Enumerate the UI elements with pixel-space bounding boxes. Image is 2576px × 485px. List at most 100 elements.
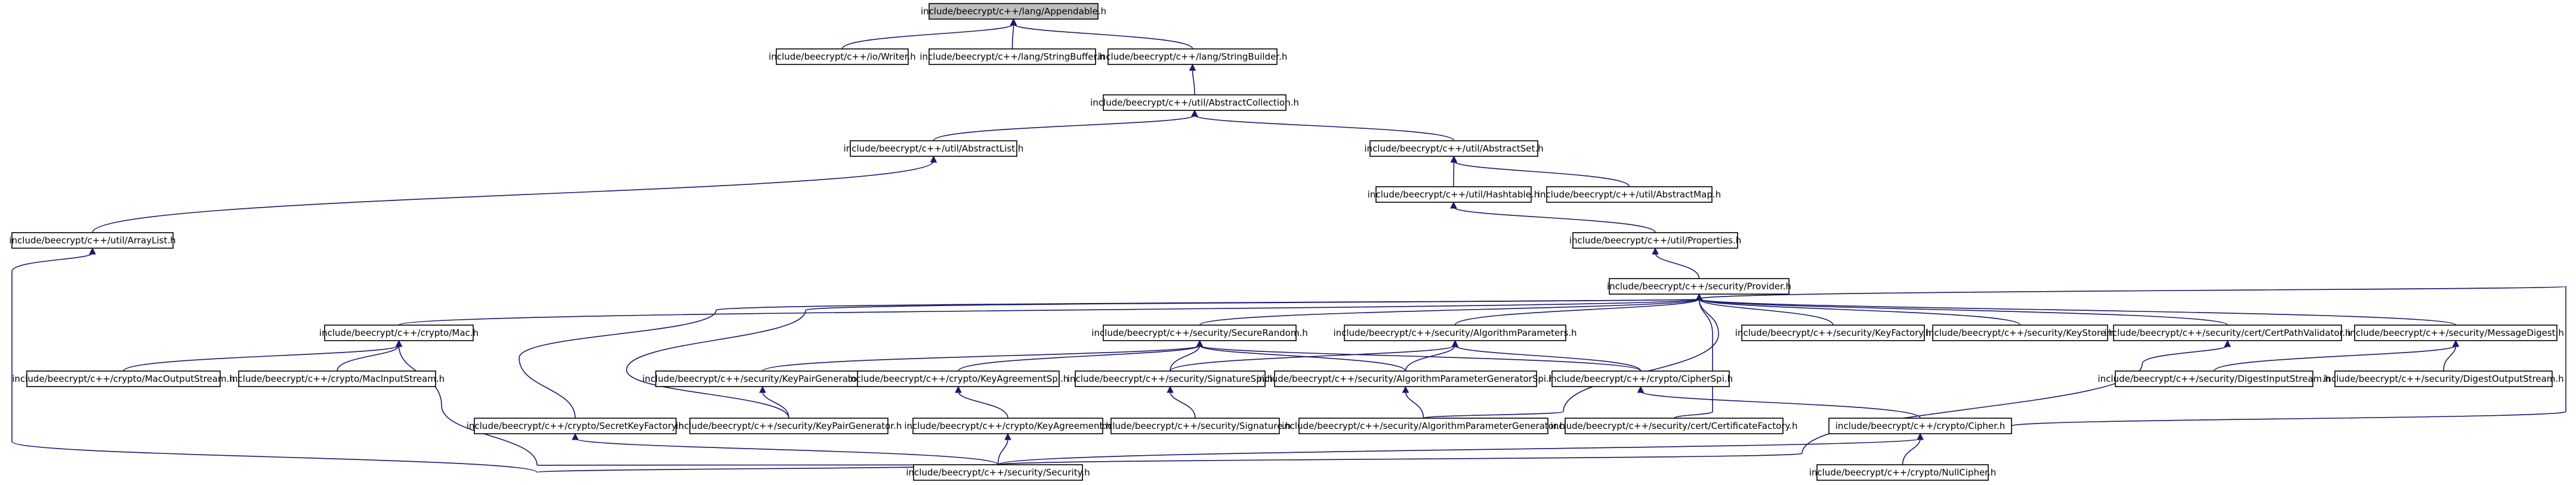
node-label: include/beecrypt/c++/security/cert/CertP… [2104, 328, 2350, 338]
edge-line [958, 391, 1008, 419]
edge-line [958, 345, 1201, 372]
node-box [1572, 232, 1738, 249]
node-label: include/beecrypt/c++/security/AlgorithmP… [1282, 421, 1565, 431]
edge-line [1170, 345, 1456, 372]
node-box [11, 232, 174, 249]
node-box [912, 418, 1103, 434]
node-macin[interactable]: include/beecrypt/c++/crypto/MacInputStre… [230, 370, 445, 387]
nodes-layer: include/beecrypt/c++/lang/Appendable.h in… [9, 3, 2564, 481]
edge-properties-to-provider [1652, 247, 1700, 279]
edge-hashtable-to-properties [1450, 201, 1656, 233]
node-label: include/beecrypt/c++/util/AbstractCollec… [1090, 97, 1299, 108]
edge-line [1902, 438, 1921, 465]
node-label: include/beecrypt/c++/security/DigestInpu… [2097, 373, 2330, 384]
edge-line [398, 298, 1700, 326]
node-kaspi[interactable]: include/beecrypt/c++/crypto/KeyAgreement… [848, 370, 1069, 387]
node-abscoll[interactable]: include/beecrypt/c++/util/AbstractCollec… [1090, 94, 1299, 111]
edge-line [1698, 298, 2457, 326]
edge-sigspi-to-signature [1167, 385, 1196, 419]
node-securerandom[interactable]: include/beecrypt/c++/security/SecureRand… [1091, 325, 1308, 341]
node-label: include/beecrypt/c++/crypto/Cipher.h [1835, 421, 2005, 431]
node-macout[interactable]: include/beecrypt/c++/crypto/MacOutputStr… [12, 370, 235, 387]
edge-line [626, 298, 1700, 419]
edge-arrowhead [1450, 155, 1458, 163]
node-kpg[interactable]: include/beecrypt/c++/security/KeyPairGen… [676, 418, 902, 434]
node-security[interactable]: include/beecrypt/c++/security/Security.h [906, 464, 1090, 481]
node-signature[interactable]: include/beecrypt/c++/security/Signature.… [1099, 418, 1291, 434]
node-provider[interactable]: include/beecrypt/c++/security/Provider.h [1607, 278, 1791, 295]
node-box [474, 418, 677, 434]
node-msgdigest[interactable]: include/beecrypt/c++/security/MessageDig… [2347, 325, 2564, 341]
edge-arrowhead [572, 433, 579, 440]
node-abslist[interactable]: include/beecrypt/c++/util/AbstractList.h [844, 140, 1024, 157]
node-box [1274, 370, 1537, 387]
node-digin[interactable]: include/beecrypt/c++/security/DigestInpu… [2097, 370, 2331, 387]
edge-mac-to-macin [337, 339, 403, 372]
node-label: include/beecrypt/c++/lang/StringBuffer.h [920, 51, 1105, 62]
edge-line [1698, 286, 2566, 427]
edge-arrowhead [930, 155, 937, 163]
node-label: include/beecrypt/c++/security/Provider.h [1607, 281, 1791, 292]
node-cipherspi[interactable]: include/beecrypt/c++/crypto/CipherSpi.h [1548, 370, 1733, 387]
node-certpath[interactable]: include/beecrypt/c++/security/cert/CertP… [2104, 325, 2351, 341]
node-label: include/beecrypt/c++/security/KeyFactory… [1735, 328, 1932, 338]
node-box [928, 48, 1096, 65]
node-appendable[interactable]: include/beecrypt/c++/lang/Appendable.h [921, 3, 1106, 20]
node-digout[interactable]: include/beecrypt/c++/security/DigestOutp… [2323, 370, 2564, 387]
edge-apgspi-to-apg [1402, 385, 1424, 419]
node-label: include/beecrypt/c++/util/AbstractMap.h [1538, 189, 1721, 200]
node-apgspi[interactable]: include/beecrypt/c++/security/AlgorithmP… [1257, 370, 1555, 387]
node-hashtable[interactable]: include/beecrypt/c++/util/Hashtable.h [1368, 186, 1540, 203]
node-apg[interactable]: include/beecrypt/c++/security/AlgorithmP… [1282, 418, 1565, 434]
node-box [1103, 94, 1287, 111]
node-box [1609, 278, 1790, 295]
node-label: include/beecrypt/c++/security/MessageDig… [2347, 328, 2564, 338]
node-box [2354, 325, 2558, 341]
node-skf[interactable]: include/beecrypt/c++/crypto/SecretKeyFac… [467, 418, 684, 434]
node-label: include/beecrypt/c++/util/Hashtable.h [1368, 189, 1540, 200]
node-kpgspi[interactable]: include/beecrypt/c++/security/KeyPairGen… [642, 370, 883, 387]
node-label: include/beecrypt/c++/security/KeyPairGen… [642, 373, 883, 384]
node-mac[interactable]: include/beecrypt/c++/crypto/Mac.h [319, 325, 479, 341]
edge-arrowhead [2452, 339, 2460, 347]
edge-stringbuilder-to-abscoll [1189, 63, 1196, 95]
edge-arrowhead [1196, 339, 1204, 347]
edge-cipherspi-to-cipher [1637, 385, 1921, 419]
node-cipher[interactable]: include/beecrypt/c++/crypto/Cipher.h [1828, 418, 2012, 434]
node-box [1107, 48, 1278, 65]
node-box [1932, 325, 2108, 341]
node-box [324, 325, 474, 341]
node-label: include/beecrypt/c++/crypto/MacOutputStr… [12, 373, 235, 384]
node-absset[interactable]: include/beecrypt/c++/util/AbstractSet.h [1364, 140, 1544, 157]
node-box [1546, 186, 1713, 203]
node-properties[interactable]: include/beecrypt/c++/util/Properties.h [1569, 232, 1741, 249]
node-sigspi[interactable]: include/beecrypt/c++/security/SignatureS… [1068, 370, 1273, 387]
node-ka[interactable]: include/beecrypt/c++/crypto/KeyAgreement… [904, 418, 1112, 434]
node-writer[interactable]: include/beecrypt/c++/io/Writer.h [769, 48, 916, 65]
edge-line [1192, 69, 1195, 95]
edge-line [1199, 298, 1700, 326]
edge-algparams-to-cipherspi [1451, 339, 1642, 372]
node-certfactory[interactable]: include/beecrypt/c++/security/cert/Certi… [1551, 418, 1798, 434]
node-box [1565, 418, 1784, 434]
edge-ka-to-security [997, 433, 1011, 465]
edge-line [519, 298, 1700, 419]
node-nullcipher[interactable]: include/beecrypt/c++/crypto/NullCipher.h [1809, 464, 1997, 481]
node-arraylist[interactable]: include/beecrypt/c++/util/ArrayList.h [9, 232, 176, 249]
node-box [1075, 370, 1266, 387]
edge-kaspi-to-ka [955, 385, 1008, 419]
node-label: include/beecrypt/c++/security/Signature.… [1099, 421, 1291, 431]
edge-arrowhead [1189, 63, 1196, 71]
node-algparams[interactable]: include/beecrypt/c++/security/AlgorithmP… [1333, 325, 1577, 341]
node-stringbuffer[interactable]: include/beecrypt/c++/lang/StringBuffer.h [920, 48, 1105, 65]
node-keyfactory[interactable]: include/beecrypt/c++/security/KeyFactory… [1735, 325, 1932, 341]
node-box [1375, 186, 1532, 203]
edge-kpgspi-to-kpg [759, 385, 789, 419]
edge-line [997, 438, 1008, 465]
node-label: include/beecrypt/c++/util/AbstractSet.h [1364, 143, 1543, 154]
node-absmap[interactable]: include/beecrypt/c++/util/AbstractMap.h [1538, 186, 1721, 203]
node-keystore[interactable]: include/beecrypt/c++/security/KeyStore.h [1926, 325, 2115, 341]
edge-line [1170, 345, 1201, 372]
node-stringbuilder[interactable]: include/beecrypt/c++/lang/StringBuilder.… [1098, 48, 1288, 65]
